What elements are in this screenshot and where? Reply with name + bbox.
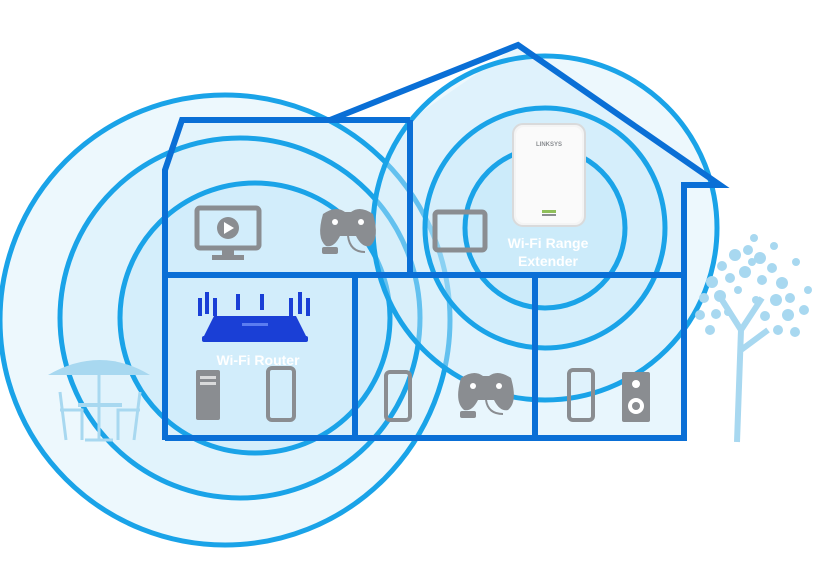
smartphone-icon [384,370,412,422]
speaker-icon [622,372,650,422]
tablet-icon [432,209,488,253]
smartphone-icon [567,368,595,422]
right-roof-wall [165,41,730,441]
desktop-tower-icon [196,370,220,420]
router-wave-ring-1 [0,92,453,548]
extender-wave-ring-2 [422,105,668,351]
smartphone-icon [266,366,296,422]
extender-label-line1: Wi-Fi Range [508,235,589,251]
game-controller-icon [320,208,376,254]
router-icon [198,292,310,342]
router-label: Wi-Fi Router [216,352,300,368]
extender-label-line2: Extender [518,253,578,269]
extender-brand-text: LINKSYS [536,142,562,148]
tree-icon [695,234,812,443]
house-outline [162,41,730,441]
game-controller-icon [458,372,514,418]
patio-umbrella-table-icon [48,360,150,442]
left-wall-roof [162,117,365,440]
extender-coverage-waves [370,53,720,403]
range-extender-icon: LINKSYS [512,123,586,227]
tv-play-icon [194,205,262,260]
